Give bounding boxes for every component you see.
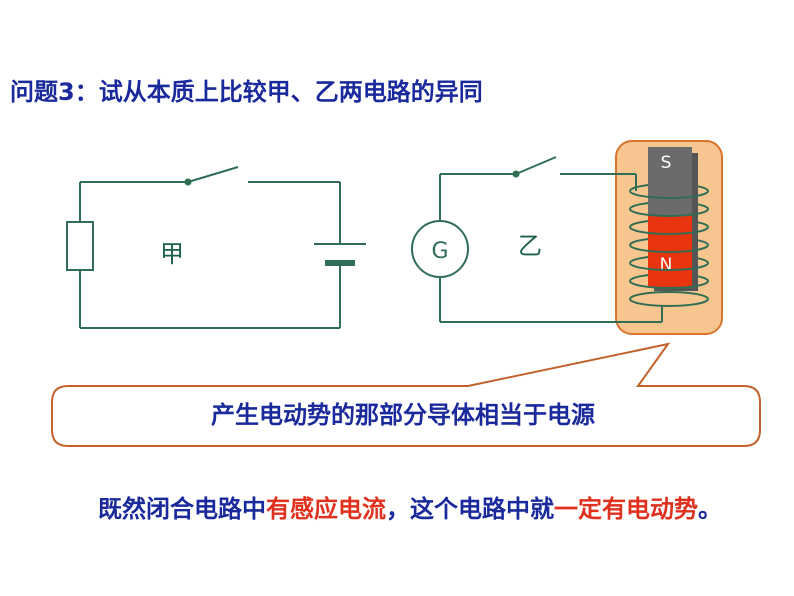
callout-bubble — [51, 342, 761, 447]
induced-current-highlight: 有感应电流 — [266, 495, 386, 523]
circuit-jia — [66, 166, 366, 329]
question-title: 问题3：试从本质上比较甲、乙两电路的异同 — [10, 78, 483, 106]
para-part: 既然闭合电路中 — [98, 495, 266, 523]
conclusion-paragraph: 既然闭合电路中有感应电流，这个电路中就一定有电动势。 — [42, 490, 777, 528]
magnet-s-label: S — [661, 153, 672, 173]
resistor — [66, 221, 94, 271]
switch-lever — [187, 166, 239, 183]
switch-pivot — [184, 178, 192, 186]
circuit-yi — [411, 156, 662, 323]
magnet-s-pole — [648, 147, 692, 215]
para-end: 。 — [698, 495, 722, 523]
circuit-yi-label: 乙 — [518, 232, 542, 260]
para-part: ，这个电路中就 — [386, 495, 554, 523]
circuit-diagram: 甲 G 乙 S N — [51, 140, 761, 447]
galvanometer-label: G — [431, 239, 448, 264]
magnet-n-label: N — [660, 255, 673, 275]
callout-text: 产生电动势的那部分导体相当于电源 — [211, 401, 595, 429]
switch-pivot — [512, 170, 520, 178]
emf-highlight: 一定有电 — [554, 495, 650, 523]
circuit-jia-label: 甲 — [160, 240, 184, 268]
switch-lever — [515, 156, 557, 175]
coil-front — [629, 174, 709, 322]
emf-highlight-cont: 动势 — [650, 495, 698, 523]
